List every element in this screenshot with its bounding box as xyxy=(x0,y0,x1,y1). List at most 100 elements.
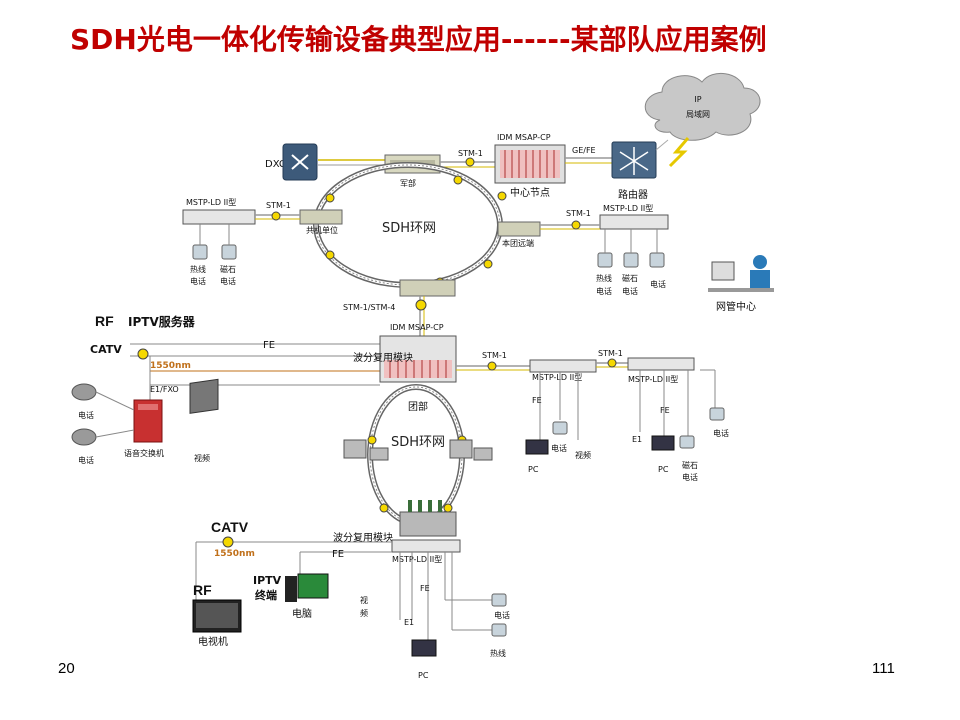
pc-label-a: PC xyxy=(528,465,539,474)
pc-bottom-label: PC xyxy=(418,671,429,680)
video-mid-a: 视频 xyxy=(575,450,591,460)
left-unit-device xyxy=(299,209,343,225)
hotline-left-2: 电话 xyxy=(190,276,206,286)
dxc-icon xyxy=(282,143,318,181)
pc-icon xyxy=(411,639,437,657)
phone-icon xyxy=(552,421,568,435)
bottom-node-device xyxy=(399,500,457,537)
phone-mid-b: 电话 xyxy=(713,428,729,438)
stm1-left-label: STM-1 xyxy=(266,201,291,210)
magneto-right-1: 磁石 xyxy=(622,273,638,283)
ring-bottom-device xyxy=(399,279,456,297)
rf-bottom-label: RF xyxy=(193,582,212,598)
wdm-bottom-label: 波分复用模块 xyxy=(333,531,393,544)
hotline-left-1: 热线 xyxy=(190,264,206,274)
ip-cloud: IP 局域网 xyxy=(644,73,761,141)
magneto-right-2: 电话 xyxy=(622,286,638,296)
center-node-device xyxy=(494,144,566,184)
router-icon xyxy=(611,141,657,179)
iptv-terminal-1: IPTV xyxy=(253,574,282,587)
video-bottom-2: 频 xyxy=(360,608,368,618)
center-node-label: 中心节点 xyxy=(510,186,550,199)
e1-bottom-label: E1 xyxy=(404,618,414,627)
left-unit-label: 共机单位 xyxy=(306,225,338,235)
gefe-label: GE/FE xyxy=(572,146,596,155)
video-label: 视频 xyxy=(194,453,210,463)
optical-port-icon xyxy=(271,211,281,221)
magneto-left-1: 磁石 xyxy=(220,264,236,274)
phone-icon xyxy=(597,252,665,268)
dxc-label: DXC xyxy=(265,159,286,170)
cloud-label-lan: 局域网 xyxy=(686,109,710,119)
phone-bottom-label: 电话 xyxy=(494,610,510,620)
optical-port-icon xyxy=(222,536,234,548)
optical-port-icon xyxy=(465,157,475,167)
stm1-mid-a: STM-1 xyxy=(482,351,507,360)
catv-label: CATV xyxy=(90,343,122,356)
hotline-bottom-label: 热线 xyxy=(490,648,506,658)
mstp-right-label: MSTP-LD II型 xyxy=(603,204,653,213)
page-number: 111 xyxy=(872,660,895,677)
lightning-icon xyxy=(668,137,690,168)
mstp-left-device xyxy=(182,209,256,225)
voice-switch-label: 语音交换机 xyxy=(124,448,164,458)
iptv-terminal-2: 终端 xyxy=(255,588,277,602)
video-bottom-1: 视 xyxy=(360,595,368,605)
center-device-label: IDM MSAP-CP xyxy=(497,133,551,142)
catv-bottom-label: CATV xyxy=(211,519,249,535)
optical-port-icon xyxy=(487,361,497,371)
optical-port-icon xyxy=(415,299,427,311)
iptv-server-label: IPTV服务器 xyxy=(128,314,196,329)
phone-icon xyxy=(679,407,725,449)
phone-mid-a: 电话 xyxy=(551,443,567,453)
cloud-label-ip: IP xyxy=(694,95,701,104)
router-label: 路由器 xyxy=(618,188,648,201)
regiment-hq-device xyxy=(379,335,457,383)
voice-switch-icon xyxy=(133,399,163,443)
ring-label-top: SDH环网 xyxy=(382,221,436,236)
video-monitor-icon xyxy=(189,378,219,414)
stm1-right-label: STM-1 xyxy=(566,209,591,218)
phone-icon xyxy=(71,383,97,446)
rf-label: RF xyxy=(95,313,114,329)
hotline-right-1: 热线 xyxy=(596,273,612,283)
tv-label: 电视机 xyxy=(198,635,228,648)
fe-mid-b: FE xyxy=(660,406,670,415)
mstp-mid-a-device xyxy=(529,359,597,373)
pc-icon xyxy=(525,439,549,455)
fe-label: FE xyxy=(263,340,275,351)
nm1550-bottom-label: 1550nm xyxy=(214,549,255,559)
computer-icon xyxy=(285,573,329,602)
nms-workstation-icon xyxy=(708,255,774,292)
mstp-bottom-device xyxy=(391,539,461,553)
idm-label: IDM MSAP-CP xyxy=(390,323,444,332)
ring-node-devices xyxy=(343,439,493,461)
pc-icon xyxy=(651,435,675,451)
mstp-mid-b-device xyxy=(627,357,695,371)
e1fxo-label: E1/FXO xyxy=(150,385,179,394)
e1-mid: E1 xyxy=(632,435,642,444)
mstp-bottom-label: MSTP-LD II型 xyxy=(392,555,442,564)
mstp-right-device xyxy=(599,214,669,230)
mstp-mid-a-label: MSTP-LD II型 xyxy=(532,373,582,382)
phone-icon xyxy=(491,593,507,637)
fe2-bottom-label: FE xyxy=(420,584,430,593)
hotline-right-2: 电话 xyxy=(596,286,612,296)
right-unit-device xyxy=(497,221,541,237)
optical-port-icon xyxy=(607,358,617,368)
computer-label: 电脑 xyxy=(292,607,312,620)
stm14-label: STM-1/STM-4 xyxy=(343,303,395,312)
optical-port-icon xyxy=(137,348,149,360)
army-hq-label: 军部 xyxy=(400,178,416,188)
tv-icon xyxy=(192,599,242,633)
magneto-mid-1: 磁石 xyxy=(682,460,698,470)
ring-label-middle: SDH环网 xyxy=(391,435,445,450)
date-fragment: 20 xyxy=(58,660,75,677)
right-unit-label: 本团远端 xyxy=(502,238,534,248)
mstp-left-label: MSTP-LD II型 xyxy=(186,198,236,207)
phone-label-1: 电话 xyxy=(78,410,94,420)
fe-bottom-label: FE xyxy=(332,549,344,560)
pc-label-b: PC xyxy=(658,465,669,474)
stm1-label-top: STM-1 xyxy=(458,149,483,158)
